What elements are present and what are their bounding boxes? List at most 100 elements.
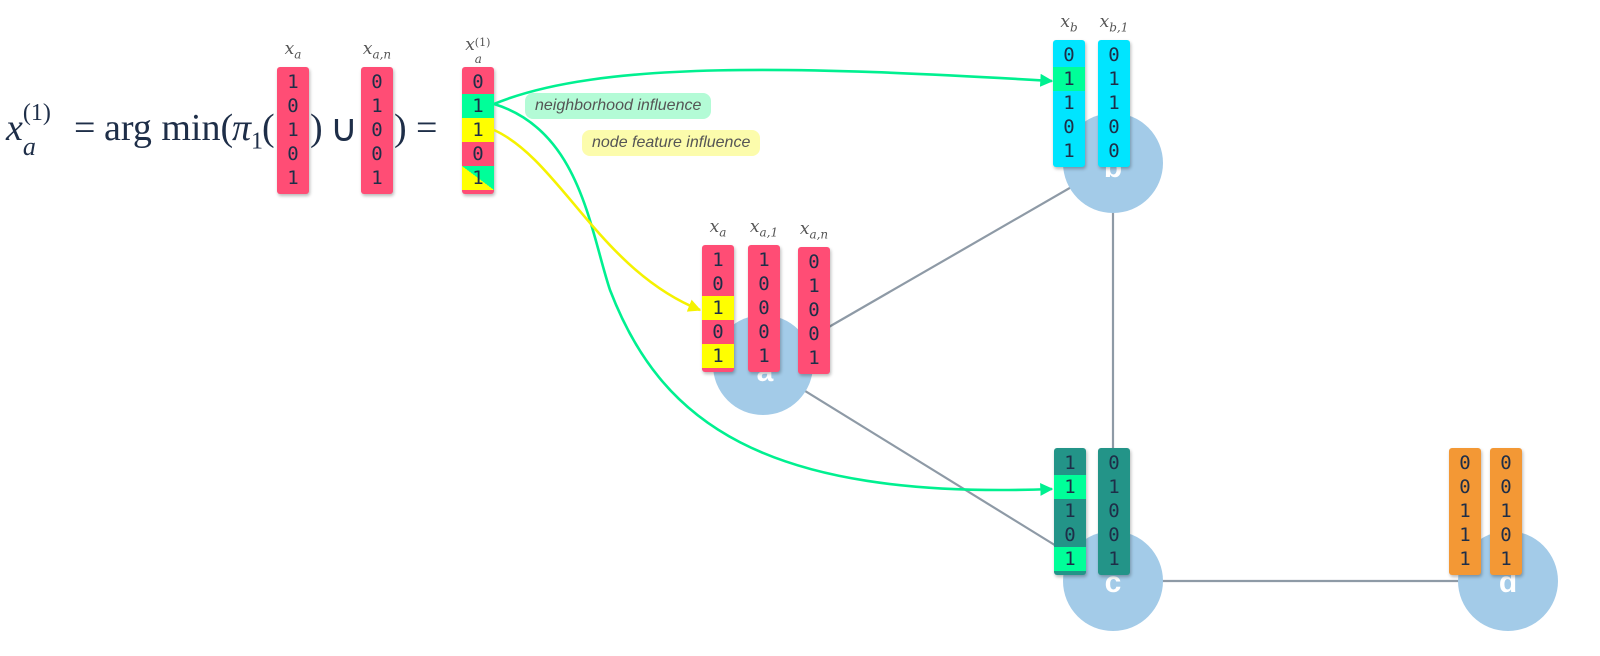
vector-cell-feature: 1 — [462, 118, 494, 142]
vector-label-var: x — [1060, 12, 1070, 32]
formula-lhs-sub: a — [22, 132, 36, 161]
vector-cell-value: 0 — [472, 143, 484, 165]
vector-cell-value: 0 — [1064, 524, 1076, 546]
vector-cell-value: 1 — [1064, 476, 1076, 498]
vector-cell: 1 — [748, 248, 780, 272]
formula-union: ∪ — [330, 108, 358, 150]
vector-cell: 1 — [277, 166, 309, 190]
vector-cell-value: 1 — [808, 347, 820, 369]
vector-cell: 1 — [361, 94, 393, 118]
vector-cell-value: 0 — [1063, 44, 1075, 66]
vector-cell-value: 1 — [1459, 500, 1471, 522]
vector-cell-value: 1 — [472, 95, 484, 117]
vector-label-sub: a,n — [809, 227, 829, 242]
vector-cell-value: 0 — [1500, 524, 1512, 546]
formula-vector-xa1-label: x(1)a — [465, 35, 491, 66]
vector-cell-value: 0 — [1108, 524, 1120, 546]
vector-label-var: x — [362, 39, 373, 59]
vector-cell-feature: 1 — [702, 344, 734, 368]
vector-cell: 0 — [1490, 475, 1522, 499]
node-a-vector-xa-label: xa — [710, 217, 727, 239]
vector-label-var: x — [799, 219, 810, 239]
vector-cell: 1 — [1053, 139, 1085, 163]
vector-cell-neighborhood: 1 — [1053, 67, 1085, 91]
vector-cell-value: 0 — [758, 321, 770, 343]
vector-cell-value: 0 — [1108, 44, 1120, 66]
node-b-vector-xb1-label: xb,1 — [1100, 12, 1129, 34]
vector-cell: 0 — [702, 272, 734, 296]
vector-cell: 1 — [798, 346, 830, 370]
vector-label-sub: a — [294, 47, 302, 62]
formula-close-paren: ) — [310, 107, 323, 149]
vector-cell-value: 1 — [712, 297, 724, 319]
vector-cell-value: 1 — [758, 249, 770, 271]
vector-cell-value: 0 — [808, 299, 820, 321]
formula-lhs-var: x — [6, 107, 23, 149]
vector-label-var: x — [749, 217, 760, 237]
vector-cell-value: 0 — [287, 143, 299, 165]
vector-cell-value: 1 — [472, 119, 484, 141]
vector-cell: 1 — [1054, 499, 1086, 523]
neighborhood-influence-tag: neighborhood influence — [525, 93, 712, 119]
vector-cell: 0 — [1098, 115, 1130, 139]
vector-cell: 1 — [277, 118, 309, 142]
vector-cell-value: 1 — [287, 119, 299, 141]
vector-label-sub: b — [1069, 20, 1078, 35]
formula-lhs: x(1)a — [6, 100, 51, 161]
vector-cell-value: 0 — [712, 273, 724, 295]
vector-cell-split: 1 — [462, 166, 494, 190]
vector-cell: 0 — [1098, 499, 1130, 523]
node-circle-d — [1458, 531, 1558, 631]
edges — [762, 162, 1508, 583]
vector-cell: 0 — [702, 320, 734, 344]
vector-cell: 1 — [1449, 499, 1481, 523]
vector-cell-value: 1 — [472, 167, 484, 189]
formula-argmin: arg min( — [104, 107, 234, 149]
vector-cell: 0 — [1490, 451, 1522, 475]
vector-cell: 0 — [361, 142, 393, 166]
vector-cell-value: 1 — [1459, 524, 1471, 546]
vector-cell: 1 — [748, 344, 780, 368]
vector-cell-value: 1 — [758, 345, 770, 367]
vector-cell-feature: 1 — [702, 296, 734, 320]
vector-cell-value: 1 — [1108, 476, 1120, 498]
vector-cell-value: 1 — [1064, 548, 1076, 570]
vector-label-sub: b,1 — [1109, 20, 1129, 35]
vector-cell-value: 1 — [1063, 92, 1075, 114]
vector-cell-neighborhood: 1 — [1054, 475, 1086, 499]
vector-cell-value: 0 — [712, 321, 724, 343]
vector-cell: 0 — [1053, 43, 1085, 67]
formula-vector-xa-label: xa — [285, 39, 302, 61]
vector-cell-value: 0 — [287, 95, 299, 117]
vector-label-var: x — [465, 35, 475, 55]
vector-cell: 0 — [1098, 451, 1130, 475]
vector-cell: 0 — [1054, 523, 1086, 547]
vector-cell: 1 — [798, 274, 830, 298]
vector-cell-value: 0 — [472, 71, 484, 93]
vector-cell: 0 — [1098, 43, 1130, 67]
vector-cell: 0 — [462, 70, 494, 94]
vector-label-var: x — [709, 217, 720, 237]
vector-cell-value: 0 — [808, 251, 820, 273]
formula-pi-symbol: π — [232, 107, 252, 149]
vector-cell: 1 — [1490, 547, 1522, 571]
vector-cell-value: 0 — [1108, 452, 1120, 474]
vector-cell-value: 0 — [808, 323, 820, 345]
vector-cell-value: 0 — [1459, 476, 1471, 498]
vector-cell-value: 0 — [371, 119, 383, 141]
vector-cell: 0 — [361, 118, 393, 142]
vector-cell-value: 1 — [287, 71, 299, 93]
vector-cell: 0 — [748, 320, 780, 344]
vector-cell: 1 — [1098, 547, 1130, 571]
vector-cell-value: 0 — [1459, 452, 1471, 474]
vector-cell-value: 1 — [1108, 68, 1120, 90]
formula-pi-sub: 1 — [251, 128, 264, 155]
vector-label-sub: a,1 — [759, 225, 779, 240]
vector-cell-value: 1 — [712, 249, 724, 271]
